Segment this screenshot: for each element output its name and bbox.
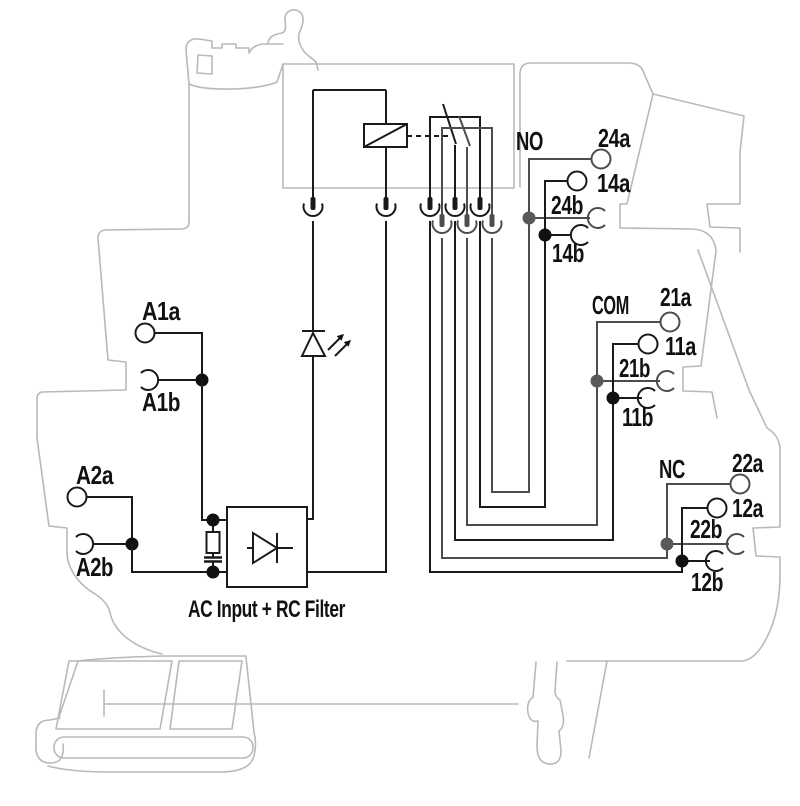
- diode-icon: [247, 531, 293, 565]
- resistor-icon: [205, 531, 221, 554]
- group-label-nc: NC: [659, 454, 686, 484]
- led-branch: [300, 221, 351, 520]
- housing-no-outer: [652, 93, 745, 253]
- coil-return-wire: [307, 221, 387, 573]
- terminal-21b-socket: [655, 370, 675, 392]
- terminal-22a-socket: [729, 473, 751, 495]
- terminal-24a-socket: [590, 148, 612, 170]
- led-icon: [300, 330, 351, 357]
- plug-connectors-upper: [302, 197, 491, 217]
- module-housing-outline: [35, 9, 781, 773]
- housing-left-edge: [36, 83, 190, 655]
- relay-contact-1: [429, 103, 481, 197]
- din-latch: [526, 660, 608, 765]
- terminal-label-24a: 24a: [598, 123, 631, 153]
- terminal-14a-socket: [566, 170, 588, 192]
- terminal-label-a2a: A2a: [76, 460, 114, 490]
- relay-coil: [363, 123, 408, 148]
- group-label-no: NO: [516, 126, 543, 156]
- input-group-a2: A2a A2b: [66, 460, 227, 582]
- terminal-label-11a: 11a: [665, 331, 697, 361]
- housing-com-tower: [619, 227, 718, 419]
- terminal-12a-socket: [706, 497, 728, 519]
- terminal-24b-socket: [586, 207, 606, 229]
- terminal-12b-socket: [704, 550, 724, 572]
- housing-nc-tower: [566, 249, 781, 662]
- terminal-label-a1b: A1b: [142, 387, 180, 417]
- terminal-label-21b: 21b: [619, 353, 650, 383]
- rc-filter-branch: [204, 513, 222, 579]
- terminal-label-22b: 22b: [690, 514, 722, 544]
- input-group-a1: A1a A1b: [134, 296, 227, 521]
- terminal-label-11b: 11b: [622, 402, 653, 432]
- terminal-22b-socket: [725, 533, 745, 555]
- terminal-11b-socket: [636, 387, 656, 409]
- terminal-label-a1a: A1a: [142, 296, 181, 326]
- contact-routing-secondary: [441, 218, 668, 559]
- junction-rc-top: [206, 513, 220, 527]
- terminal-label-12a: 12a: [732, 493, 764, 523]
- terminal-a2a-socket: [66, 486, 88, 508]
- junction-22: [660, 537, 674, 551]
- terminal-group-com: COM 21a 11a 21b 11b: [590, 282, 697, 432]
- terminal-label-24b: 24b: [551, 190, 583, 220]
- junction-24: [522, 211, 536, 225]
- terminal-14b-socket: [569, 224, 589, 246]
- din-clip-icon: [185, 9, 319, 90]
- ac-input-bridge: [226, 506, 308, 588]
- din-foot: [35, 655, 519, 773]
- plug-connectors-lower: [431, 214, 503, 234]
- housing-no-tower: [519, 62, 654, 229]
- relay-enclosure-box: [282, 63, 515, 189]
- relay-coil-circuit: [312, 89, 452, 197]
- terminal-a1a-socket: [134, 322, 156, 344]
- plug-connector-icon: [302, 197, 491, 217]
- junction-12: [675, 554, 689, 568]
- terminal-group-nc: NC 22a 12a 22b 12b: [659, 448, 764, 597]
- terminal-21a-socket: [659, 311, 681, 333]
- terminal-label-21a: 21a: [660, 282, 692, 312]
- bridge-caption: AC Input + RC Filter: [188, 596, 345, 623]
- group-label-com: COM: [592, 290, 629, 320]
- terminal-label-12b: 12b: [691, 567, 723, 597]
- terminal-label-a2b: A2b: [76, 552, 113, 582]
- junction-11: [606, 391, 620, 405]
- terminal-label-22a: 22a: [732, 448, 764, 478]
- capacitor-icon: [204, 556, 222, 563]
- terminal-group-no: NO 24a 14a 24b 14b: [516, 123, 631, 268]
- junction-rc-bottom: [206, 565, 220, 579]
- terminal-label-14a: 14a: [597, 168, 631, 198]
- terminal-11a-socket: [637, 333, 659, 355]
- relay-contact-2: [441, 115, 493, 214]
- junction-14: [538, 228, 552, 242]
- junction-21: [590, 374, 604, 388]
- terminal-label-14b: 14b: [552, 238, 584, 268]
- terminal-a2b-socket: [75, 533, 95, 555]
